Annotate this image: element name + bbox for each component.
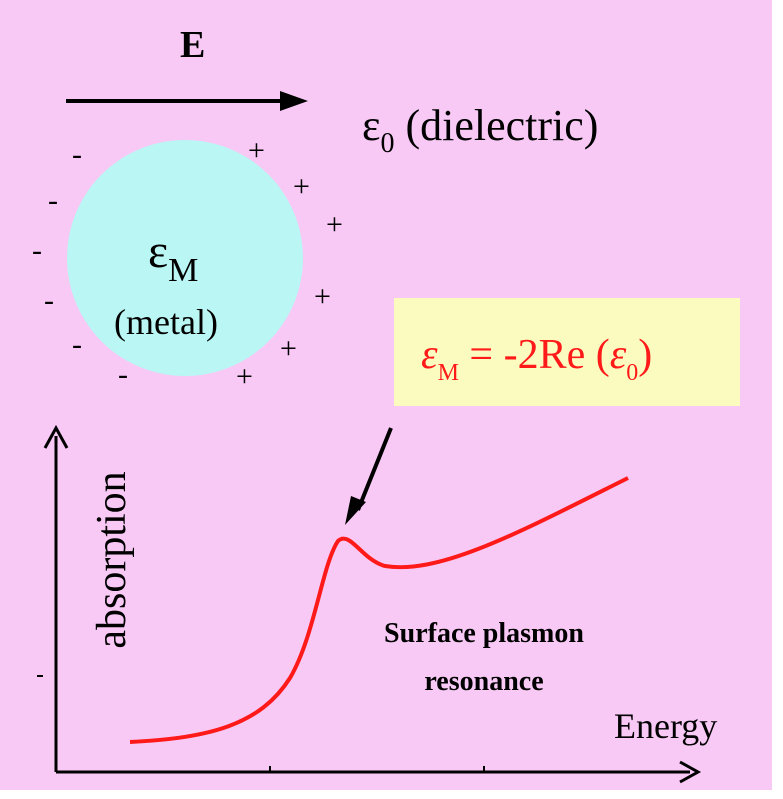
condition-rhs-symbol: ε bbox=[609, 332, 627, 378]
absorption-curve bbox=[129, 476, 629, 744]
y-axis-label: absorption bbox=[89, 471, 135, 649]
curve-label-line2-text: resonance bbox=[424, 666, 544, 697]
positive-charge: + bbox=[236, 360, 253, 393]
metal-label: (metal) bbox=[114, 302, 218, 342]
pointer-arrow-line bbox=[356, 427, 393, 511]
dielectric-label: ε0 (dielectric) bbox=[362, 101, 599, 158]
pointer-arrowhead bbox=[345, 496, 366, 525]
curve-label-line1-text: Surface plasmon bbox=[384, 618, 584, 649]
metal-permittivity-label: εM bbox=[148, 225, 198, 288]
condition-rhs-text: = -2Re ( bbox=[458, 332, 610, 378]
negative-charge: - bbox=[72, 328, 82, 361]
x-axis-arrowhead bbox=[679, 760, 702, 784]
metal-symbol: ε bbox=[148, 225, 169, 278]
metal-particle bbox=[67, 140, 303, 376]
field-arrowhead bbox=[280, 91, 308, 111]
negative-charge: - bbox=[48, 184, 58, 217]
condition-lhs-symbol: ε bbox=[421, 332, 438, 378]
y-axis-arrowhead bbox=[43, 424, 69, 449]
negative-charge: - bbox=[32, 234, 42, 267]
dielectric-symbol: ε bbox=[362, 101, 381, 150]
negative-charge: - bbox=[44, 284, 54, 317]
negative-charge: - bbox=[118, 358, 128, 391]
negative-charge: - bbox=[72, 138, 82, 171]
positive-charge: + bbox=[326, 208, 343, 241]
positive-charge: + bbox=[314, 280, 331, 313]
metal-subscript: M bbox=[168, 252, 199, 289]
dielectric-subscript: 0 bbox=[380, 128, 395, 159]
condition-close-paren: ) bbox=[638, 332, 653, 378]
dielectric-text: (dielectric) bbox=[405, 101, 599, 150]
resonance-condition: εM = -2Re (ε0) bbox=[421, 332, 653, 385]
field-label: E bbox=[180, 24, 206, 66]
positive-charge: + bbox=[280, 332, 297, 365]
positive-charge: + bbox=[293, 170, 310, 203]
condition-lhs-subscript: M bbox=[437, 360, 459, 386]
resonance-condition-box: εM = -2Re (ε0) bbox=[394, 298, 740, 406]
positive-charge: + bbox=[248, 134, 265, 167]
condition-rhs-subscript: 0 bbox=[626, 360, 639, 386]
x-axis-label: Energy bbox=[614, 706, 718, 746]
